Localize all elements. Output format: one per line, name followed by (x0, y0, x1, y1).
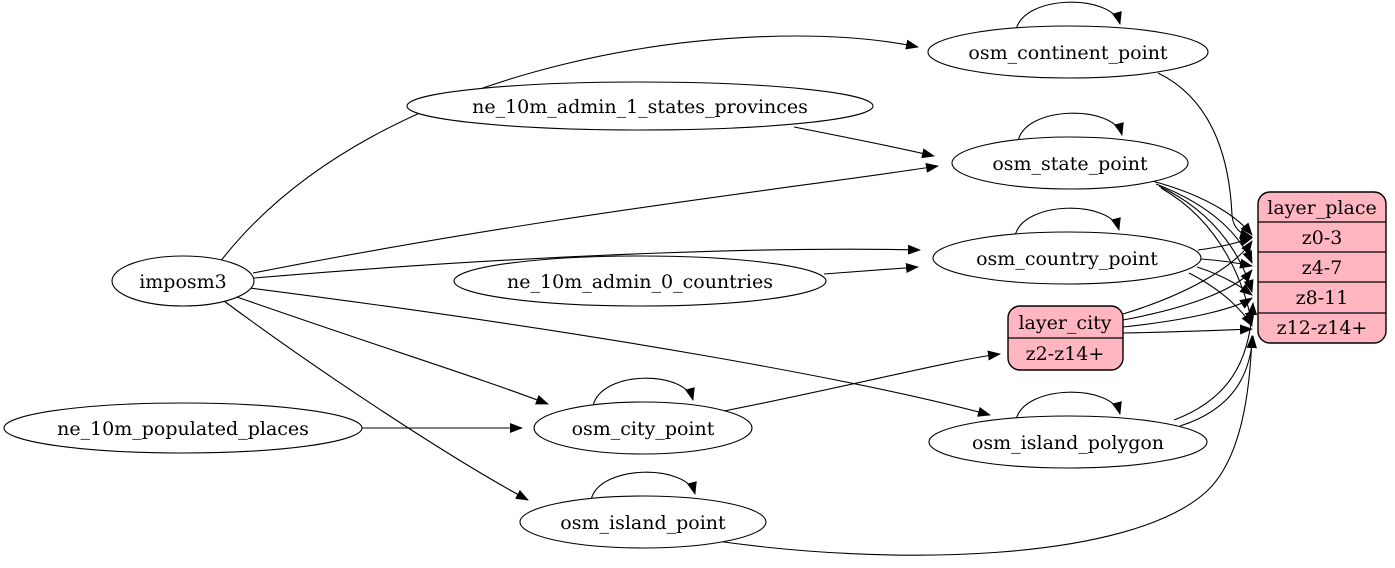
node-ne_10m_admin_1_states_provinces-label: ne_10m_admin_1_states_provinces (472, 96, 808, 118)
edge-osm_continent_point-self (1015, 1, 1122, 31)
edge-osm_state_point-layer_place-z4-7 (1155, 183, 1253, 264)
node-osm_continent_point-label: osm_continent_point (968, 42, 1168, 64)
edge-osm_island_point-self (590, 471, 697, 501)
edge-osm_country_point-layer_place-z8-11 (1196, 266, 1253, 296)
edge-osm_state_point-self (1017, 112, 1124, 142)
edge-layer_city-layer_place-z8-11 (1122, 297, 1253, 328)
node-osm_island_point-label: osm_island_point (560, 512, 726, 534)
node-osm_city_point-label: osm_city_point (572, 418, 715, 440)
node-osm_state_point-label: osm_state_point (992, 153, 1148, 175)
edge-osm_country_point-layer_place-z4-7 (1200, 258, 1253, 269)
node-osm_island_polygon-label: osm_island_polygon (972, 432, 1164, 454)
edge-osm_country_point-layer_place-z12-z14 (1188, 272, 1253, 327)
record-layer_place-box (1257, 191, 1387, 344)
edge-osm_country_point-self (1014, 207, 1121, 237)
record-layer_place-row-z4-7: z4-7 (1302, 257, 1343, 279)
edges-group (219, 1, 1258, 556)
node-osm_country_point-label: osm_country_point (976, 248, 1158, 270)
edge-osm_country_point-layer_place-z0-3 (1197, 236, 1253, 251)
edge-ne_10m_admin_0_countries-osm_country_point (823, 263, 919, 275)
record-layer_city-row-z2-z14: z2-z14+ (1026, 343, 1105, 365)
edge-imposm3-osm_country_point (253, 244, 921, 279)
node-osm_island_point (519, 495, 767, 549)
edge-osm_state_point-layer_place-z0-3 (1151, 180, 1253, 236)
record-layer_place-row-z8-11: z8-11 (1296, 287, 1349, 309)
node-ne_10m_admin_1_states_provinces (406, 81, 874, 131)
record-layer_city: layer_city z2-z14+ (1007, 305, 1124, 371)
node-ne_10m_admin_0_countries (453, 255, 827, 307)
edge-osm_island_point-layer_place-z12-z14 (709, 335, 1257, 556)
edge-ne_10m_admin_1_states_provinces-osm_state_point (793, 126, 935, 159)
edge-imposm3-osm_city_point (236, 296, 549, 405)
edge-imposm3-osm_island_polygon (249, 287, 991, 417)
edge-osm_city_point-self (592, 377, 695, 407)
record-layer_city-title: layer_city (1018, 312, 1111, 334)
nodes-group: imposm3 ne_10m_admin_1_states_provinces … (3, 25, 1209, 549)
node-ne_10m_populated_places (3, 402, 363, 454)
edge-imposm3-osm_continent_point (219, 35, 919, 263)
record-layer_place: layer_place z0-3 z4-7 z8-11 z12-z14+ (1257, 191, 1387, 344)
edge-osm_island_polygon-layer_place-z8-11 (1173, 302, 1258, 421)
record-layer_place-title: layer_place (1267, 197, 1376, 219)
node-ne_10m_admin_0_countries-label: ne_10m_admin_0_countries (507, 271, 773, 293)
edge-osm_city_point-layer_city-z2-z14 (723, 350, 1001, 412)
node-osm_island_polygon (928, 415, 1208, 469)
edge-layer_city-layer_place-z4-7 (1122, 269, 1253, 321)
node-osm_continent_point (927, 25, 1209, 79)
node-osm_state_point (951, 136, 1189, 190)
node-imposm3 (111, 255, 255, 307)
edge-layer_city-layer_place-z12-z14 (1122, 324, 1253, 335)
edge-imposm3-osm_island_point (223, 300, 529, 501)
edge-osm_island_polygon-self (1015, 391, 1122, 421)
record-layer_place-row-z12-z14: z12-z14+ (1277, 317, 1368, 339)
edge-imposm3-osm_state_point (252, 162, 939, 274)
edge-layer_city-layer_place-z0-3 (1122, 240, 1253, 315)
node-imposm3-label: imposm3 (139, 271, 227, 293)
node-osm_city_point (533, 401, 753, 455)
node-ne_10m_populated_places-label: ne_10m_populated_places (57, 418, 309, 440)
edge-osm_continent_point-layer_place-z0-3 (1157, 72, 1253, 239)
node-osm_country_point (932, 231, 1202, 285)
record-layer_place-row-z0-3: z0-3 (1302, 227, 1343, 249)
